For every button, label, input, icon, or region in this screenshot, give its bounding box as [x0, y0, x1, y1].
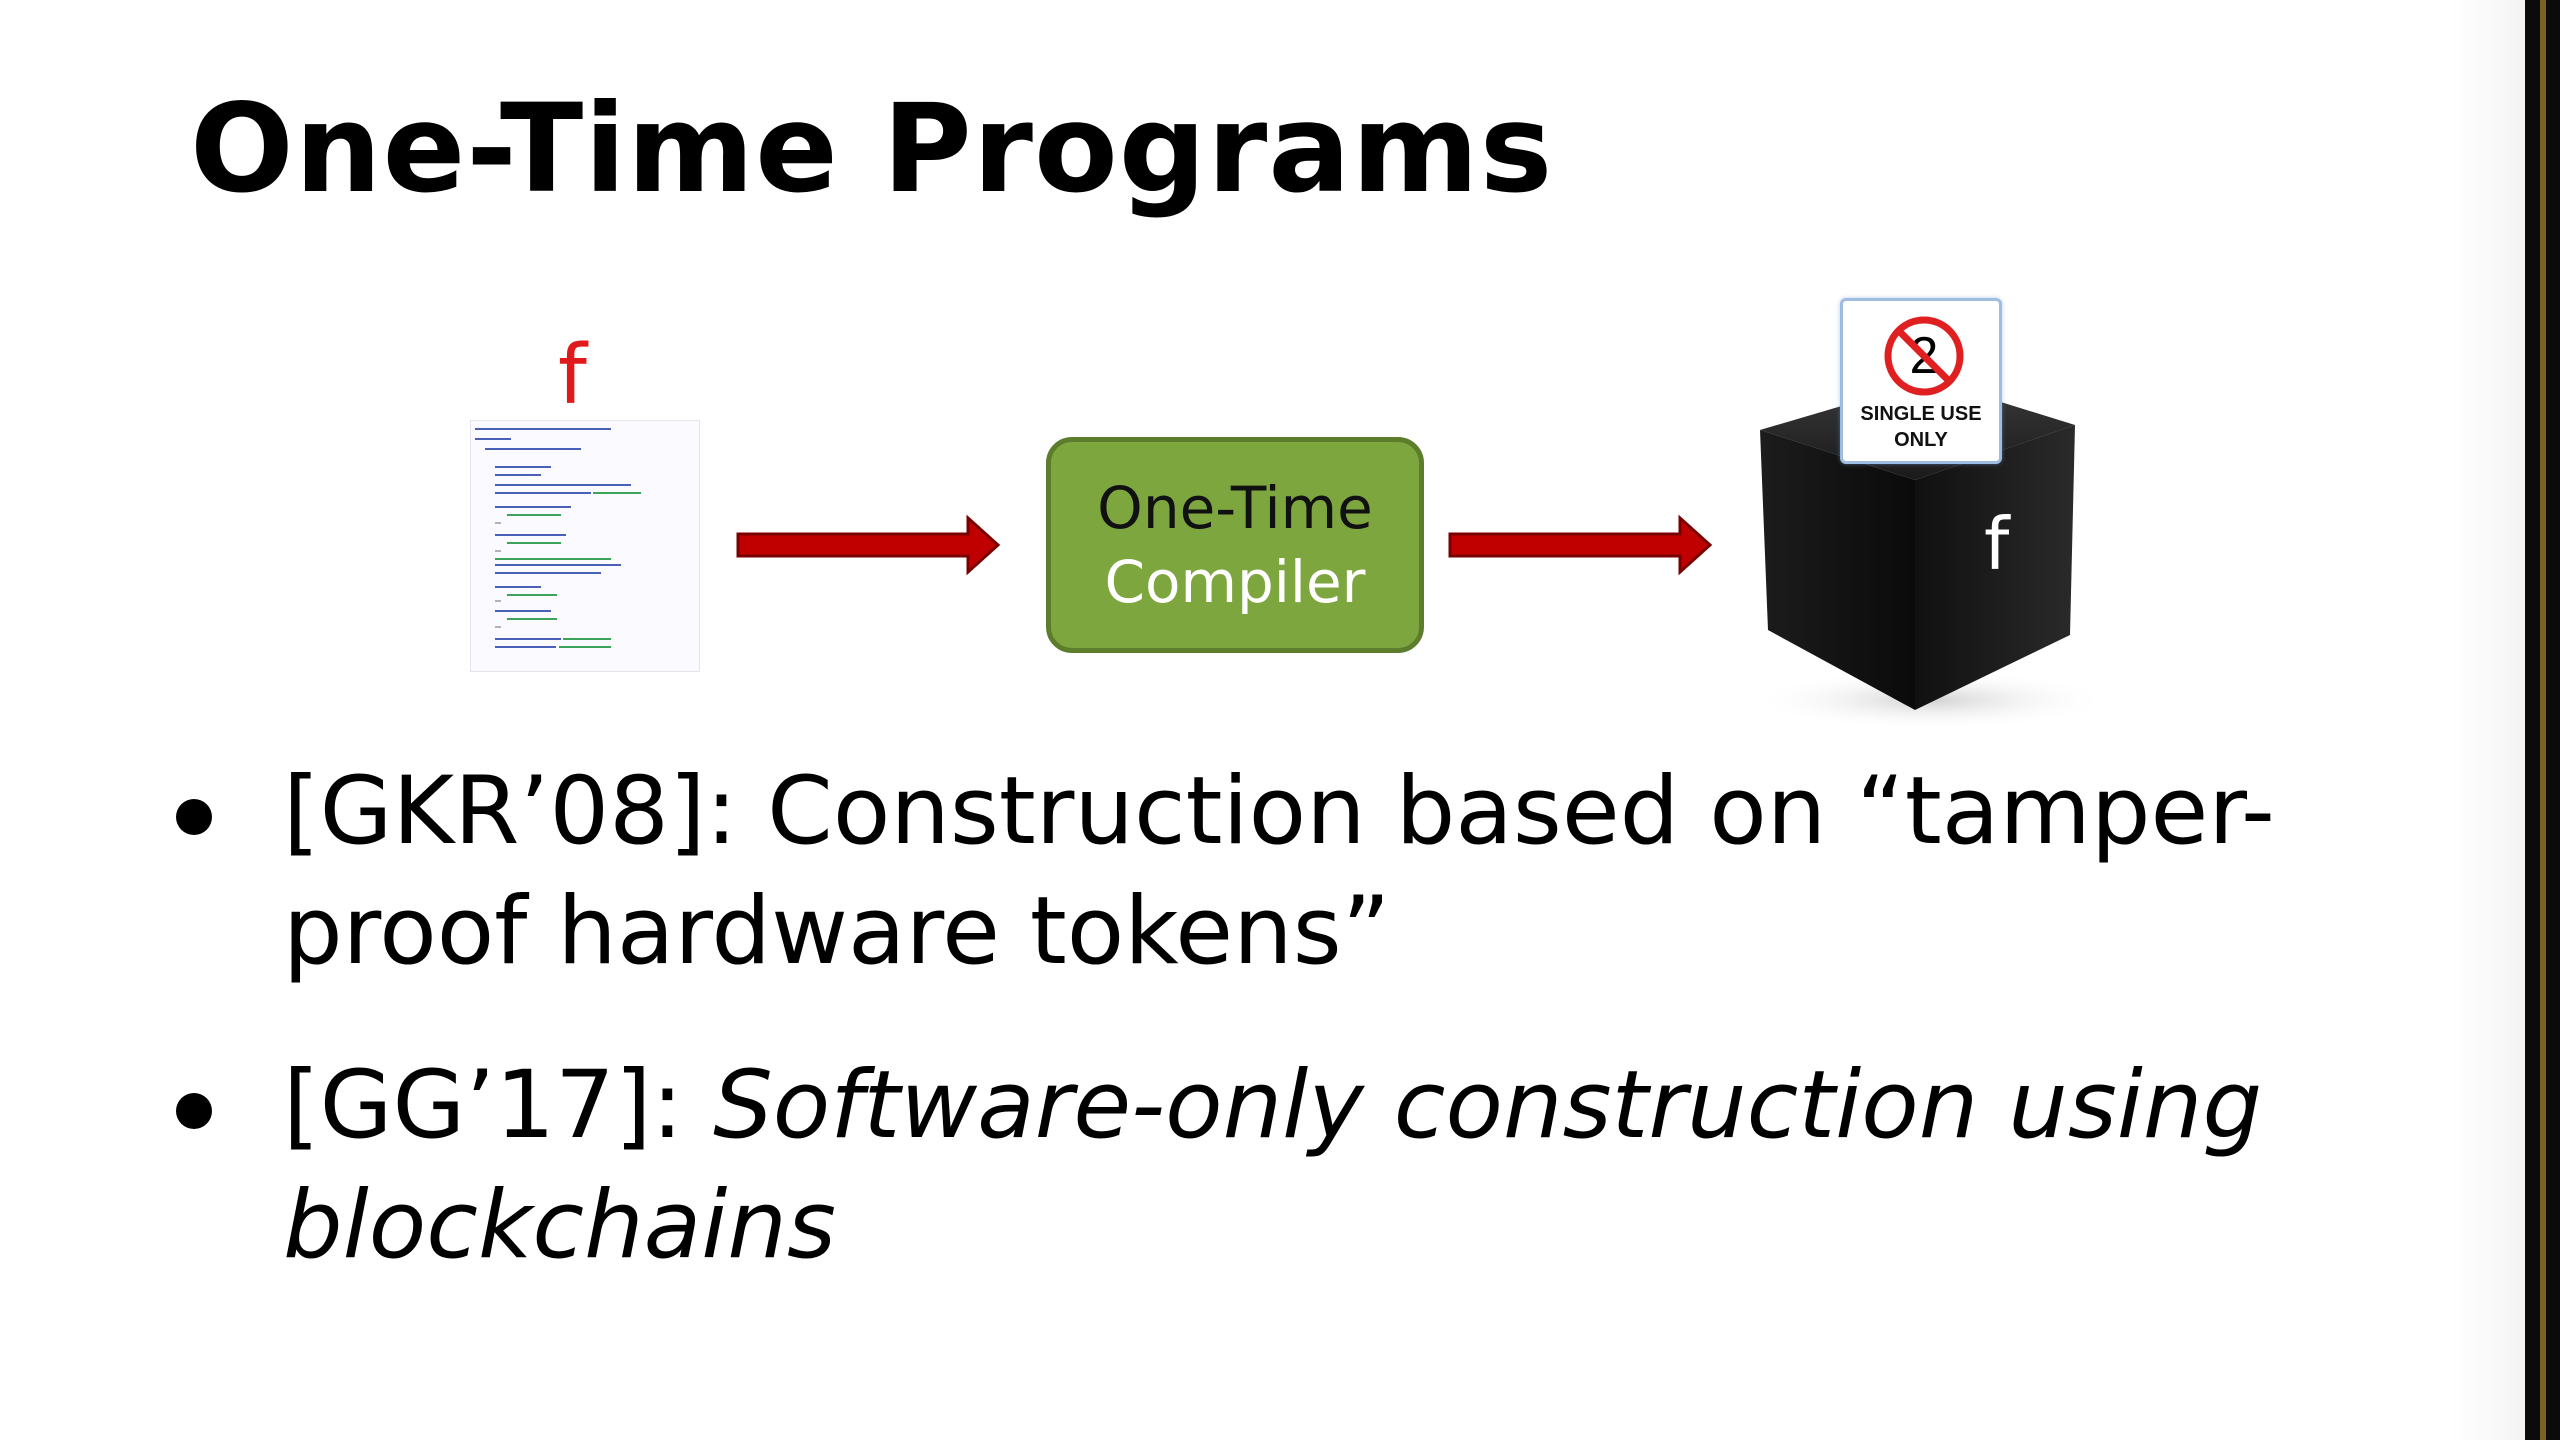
bullet-gkr-line2: proof hardware tokens”: [283, 877, 1391, 986]
slide-title: One-Time Programs: [190, 78, 1554, 220]
window-edge-accent: [2540, 0, 2546, 1440]
bullet-gg-prefix: [GG’17]:: [283, 1051, 714, 1160]
bullet-dot: [176, 1093, 212, 1129]
source-code-thumbnail: [470, 420, 700, 672]
sign-text-line2: ONLY: [1894, 429, 1948, 451]
arrow-right-icon: [1448, 514, 1713, 576]
one-time-compiler-box: One-Time Compiler: [1046, 437, 1424, 653]
slide-edge-shadow: [2450, 0, 2525, 1440]
compiler-label-line2: Compiler: [1104, 548, 1366, 616]
bullet-gg-italic-line2: blockchains: [283, 1171, 836, 1280]
arrow-right-icon: [736, 514, 1001, 576]
bullet-gkr-line1: [GKR’08]: Construction based on “tamper-: [283, 757, 2275, 866]
no-two-icon: 2: [1884, 316, 1964, 396]
bullet-dot: [176, 799, 212, 835]
output-function-label: f: [1984, 502, 2010, 586]
bullet-gkr: [GKR’08]: Construction based on “tamper-…: [283, 752, 2283, 992]
sign-text-line1: SINGLE USE: [1860, 403, 1982, 425]
input-function-label: f: [558, 328, 587, 423]
compiler-label-line1: One-Time: [1097, 473, 1373, 542]
bullet-gg: [GG’17]: Software-only construction usin…: [283, 1046, 2283, 1286]
bullet-gg-italic-line1: Software-only construction using: [713, 1051, 2263, 1160]
single-use-sign: 2 SINGLE USE ONLY: [1840, 298, 2002, 464]
